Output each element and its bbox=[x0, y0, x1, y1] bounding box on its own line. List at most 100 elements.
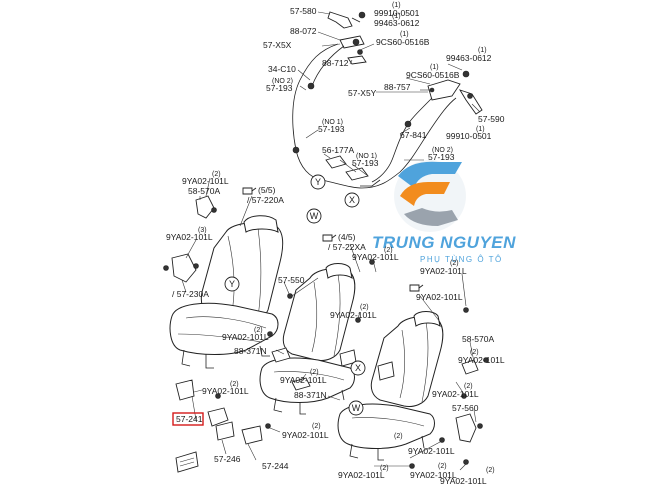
svg-text:Y: Y bbox=[315, 177, 321, 187]
callout-57-550: / 57-230A bbox=[172, 289, 209, 299]
callout-57-241: 57-241 bbox=[176, 414, 203, 424]
callout-9ya02-101l: 9YA02-101L bbox=[458, 355, 505, 365]
highlight-box-57-241 bbox=[172, 412, 204, 426]
callout-99463-0612: 99463-0612 bbox=[374, 18, 420, 28]
callout-9ya02-101l: 9YA02-101L bbox=[410, 470, 457, 480]
leader-lines bbox=[181, 11, 481, 471]
callout-qty: (1) bbox=[400, 31, 409, 38]
callout-9ya02-101l: 9YA02-101L bbox=[432, 389, 479, 399]
callout-qty: (2) bbox=[438, 463, 447, 470]
callout-qty: (2) bbox=[394, 433, 403, 440]
view-marker-w-top: W bbox=[306, 208, 322, 224]
callout-57-244: 57-244 bbox=[262, 461, 289, 471]
callout-57-193: 57-193 bbox=[318, 124, 345, 134]
callout-qty: (2) bbox=[384, 247, 393, 254]
callout-88-072: 88-072 bbox=[290, 26, 317, 36]
callout-99910-0501: 99910-0501 bbox=[446, 131, 492, 141]
callout-qty: (2) bbox=[360, 304, 369, 311]
callout-58-570a: 58-570A bbox=[188, 186, 220, 196]
callout-58-570a: 58-570A bbox=[462, 334, 494, 344]
bottom-parts bbox=[175, 379, 271, 473]
callout-88-712: 88-712 bbox=[322, 58, 349, 68]
svg-text:W: W bbox=[310, 211, 319, 221]
callout-9ya02-101l: 9YA02-101L bbox=[280, 375, 327, 385]
svg-text:Y: Y bbox=[229, 279, 235, 289]
view-marker-x-seat: X bbox=[350, 360, 366, 376]
callout-9ya02-101l: 9YA02-101L bbox=[420, 266, 467, 276]
callout-9ya02-101l: 9YA02-101L bbox=[222, 332, 269, 342]
callout-qty: (1) bbox=[430, 64, 439, 71]
callout-9ya02-101l: 9YA02-101L bbox=[352, 252, 399, 262]
callout-9ya02-101l: 9YA02-101L bbox=[166, 232, 213, 242]
callout-57-193: 57-193 bbox=[428, 152, 455, 162]
callout-qty: (2) bbox=[470, 349, 479, 356]
callout-88-371n: 88-371N bbox=[234, 346, 267, 356]
brand-tagline: PHỤ TÙNG Ô TÔ bbox=[420, 255, 503, 264]
callout-qty: (2) bbox=[450, 260, 459, 267]
callout-page: (4/5) bbox=[338, 232, 356, 242]
callout-57-246: 57-246 bbox=[214, 454, 241, 464]
callout-99910-0501: 99910-0501 bbox=[374, 8, 420, 18]
view-marker-w-seat: W bbox=[348, 400, 364, 416]
callout-9ya02-101l: 9YA02-101L bbox=[182, 176, 229, 186]
callout-qty: (2) bbox=[312, 423, 321, 430]
callout-99463-0612: 99463-0612 bbox=[446, 53, 492, 63]
view-marker-y-top: Y bbox=[310, 174, 326, 190]
callout-57-22xa: / 57-22XA bbox=[328, 242, 366, 252]
callout-qty: (2) bbox=[310, 369, 319, 376]
callout-qty: (2) bbox=[254, 327, 263, 334]
page-ref-icon bbox=[322, 234, 337, 242]
callout-57-220a: / 57-220A bbox=[247, 195, 284, 205]
view-marker-y-seat: Y bbox=[224, 276, 240, 292]
cable-assembly bbox=[292, 11, 483, 189]
callout-56-177a: 56-177A bbox=[322, 145, 354, 155]
callout-note: (NO 2) bbox=[272, 78, 293, 85]
callout-57-560: 57-560 bbox=[452, 403, 479, 413]
callout-qty: (2) bbox=[486, 467, 495, 474]
callout-note: (NO 2) bbox=[432, 147, 453, 154]
callout-9cs60-0516b: 9CS60-0516B bbox=[406, 70, 460, 80]
page-ref-icon bbox=[242, 187, 257, 195]
callout-qty: (1) bbox=[478, 47, 487, 54]
seat-middle bbox=[259, 259, 375, 415]
callout-57-193: 57-193 bbox=[352, 158, 379, 168]
callout-88-757: 88-757 bbox=[384, 82, 411, 92]
callout-qty: (2) bbox=[212, 171, 221, 178]
callout-labels: 57-580 (1) 99910-0501 (1) 99463-0612 88-… bbox=[166, 2, 505, 486]
callout-9ya02-101l: 9YA02-101L bbox=[202, 386, 249, 396]
callout-57-x5y: 57-X5Y bbox=[348, 88, 377, 98]
callout-9ya02-101l: 9YA02-101L bbox=[330, 310, 377, 320]
view-marker-x-top: X bbox=[344, 192, 360, 208]
callout-qty: (2) bbox=[380, 465, 389, 472]
callout-67-841: 67-841 bbox=[400, 130, 427, 140]
callout-qty: (1) bbox=[392, 13, 401, 20]
callout-qty: (2) bbox=[464, 383, 473, 390]
callout-note: (NO 1) bbox=[356, 153, 377, 160]
seat-left bbox=[163, 195, 284, 369]
callout-57-x5x: 57-X5X bbox=[263, 40, 292, 50]
callout-9ya02-101l: 9YA02-101L bbox=[338, 470, 385, 480]
callout-9ya02-101l: 9YA02-101L bbox=[408, 446, 455, 456]
brand-logo bbox=[394, 160, 466, 232]
callout-88-371n: 88-371N bbox=[294, 390, 327, 400]
callout-qty: (1) bbox=[392, 2, 401, 9]
callout-57-580: 57-580 bbox=[290, 6, 317, 16]
callout-note: (NO 1) bbox=[322, 119, 343, 126]
svg-text:W: W bbox=[352, 403, 361, 413]
callout-57-193: 57-193 bbox=[266, 83, 293, 93]
callout-9ya02-101l: 9YA02-101L bbox=[282, 430, 329, 440]
callout-9ya02-101l: 57-550 bbox=[278, 275, 305, 285]
callout-qty: (1) bbox=[476, 126, 485, 133]
seat-right bbox=[337, 307, 489, 469]
callout-9ya02-101l: 9YA02-101L bbox=[440, 476, 487, 486]
callout-qty: (2) bbox=[230, 381, 239, 388]
callout-qty: (3) bbox=[198, 227, 207, 234]
callout-9cs60-0516b: 9CS60-0516B bbox=[376, 37, 430, 47]
callout-page: (5/5) bbox=[258, 185, 276, 195]
svg-text:X: X bbox=[349, 195, 355, 205]
brand-name: TRUNG NGUYEN bbox=[372, 233, 516, 252]
callout-57-590: 57-590 bbox=[478, 114, 505, 124]
page-ref-icon bbox=[409, 284, 424, 292]
